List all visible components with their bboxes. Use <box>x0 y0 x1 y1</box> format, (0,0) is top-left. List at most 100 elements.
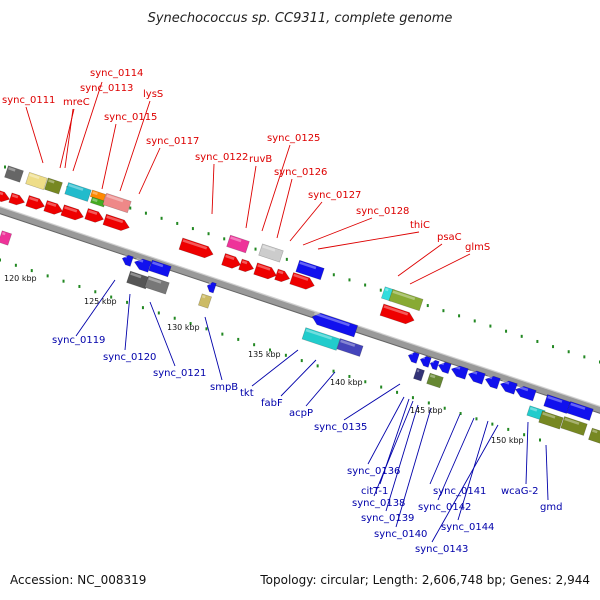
gene-plus-other <box>64 182 92 202</box>
plus-strand-gene-label: lysS <box>143 89 163 100</box>
tick-dot <box>160 216 163 220</box>
gene-plus <box>274 268 291 283</box>
minus-strand-gene-label: citT-1 <box>361 486 388 497</box>
tick-dot <box>411 396 414 400</box>
tick-dot <box>507 427 510 431</box>
tick-dot <box>539 438 541 442</box>
leader-line <box>138 147 161 195</box>
plus-strand-gene-label: psaC <box>437 232 462 243</box>
minus-strand-gene-label: sync_0143 <box>415 544 468 555</box>
gene-minus <box>499 380 518 395</box>
leader-line <box>75 279 116 337</box>
leader-line <box>429 413 461 485</box>
tick-dot <box>364 380 367 384</box>
gene-plus <box>178 237 214 259</box>
leader-line <box>280 359 317 397</box>
scale-label: 135 kbp <box>248 350 281 359</box>
tick-dot <box>223 237 226 241</box>
tick-dot <box>473 319 476 323</box>
tick-dot <box>427 401 430 405</box>
tick-dot <box>348 374 351 378</box>
gene-labels: sync_0111sync_0113sync_0114mreClysSsync_… <box>2 68 562 555</box>
leader-line <box>149 301 176 367</box>
tick-dot <box>129 206 132 210</box>
gene-plus-other <box>90 196 106 208</box>
plus-strand-gene-label: sync_0117 <box>146 136 199 147</box>
tick-dot <box>78 284 81 288</box>
gene-plus <box>8 192 26 206</box>
minus-strand-gene-label: sync_0144 <box>441 522 494 533</box>
tick-dot <box>443 406 446 410</box>
gene-minus <box>566 401 594 421</box>
scale-label: 125 kbp <box>84 297 117 306</box>
gene-plus-other <box>0 230 13 246</box>
gene-minus <box>121 254 134 267</box>
leader-line <box>119 100 151 192</box>
gene-plus-other <box>102 192 132 214</box>
tick-dot <box>254 247 257 251</box>
tick-dot <box>332 273 335 277</box>
minus-strand-gene-label: acpP <box>289 408 313 419</box>
tick-dot <box>442 309 445 313</box>
gene-minus-other <box>197 293 213 309</box>
plus-strand-gene-label: sync_0111 <box>2 95 55 106</box>
gene-minus-other <box>538 410 564 430</box>
tick-dot <box>189 322 192 326</box>
minus-strand-gene-label: sync_0141 <box>433 486 486 497</box>
gene-minus-other <box>588 427 600 445</box>
gene-plus-other <box>44 177 63 195</box>
label-leader-lines <box>25 81 549 543</box>
tick-dot <box>176 221 179 225</box>
gene-minus <box>407 351 420 364</box>
tick-dot <box>126 300 129 304</box>
leader-line <box>457 420 489 521</box>
minus-strand-gene-label: wcaG-2 <box>501 486 539 497</box>
leader-line <box>409 253 471 285</box>
tick-dot <box>221 332 224 336</box>
scale-label: 120 kbp <box>4 274 37 283</box>
gene-plus-other <box>25 171 48 191</box>
gene-features <box>0 165 600 445</box>
tick-dot <box>14 263 17 267</box>
genome-backbone <box>0 206 600 414</box>
leader-line <box>276 178 293 239</box>
tick-dot <box>491 422 494 426</box>
tick-dot <box>141 306 144 310</box>
leader-line <box>302 217 373 246</box>
leader-line <box>245 165 257 229</box>
gene-plus-other <box>295 259 325 281</box>
tick-dot <box>157 311 160 315</box>
scale-label: 140 kbp <box>330 378 363 387</box>
gene-minus <box>133 258 152 273</box>
tick-dot <box>567 350 570 354</box>
gene-minus-other <box>126 270 150 290</box>
gene-plus <box>84 208 105 223</box>
gene-plus <box>60 204 84 221</box>
minus-strand-gene-label: sync_0140 <box>374 529 427 540</box>
gene-plus-other <box>4 165 24 183</box>
tick-dot <box>110 295 113 299</box>
tick-dot <box>253 343 256 347</box>
plus-strand-gene-label: sync_0122 <box>195 152 248 163</box>
tick-dot <box>173 316 176 320</box>
gene-minus-other <box>560 416 588 436</box>
gene-minus-other <box>413 367 425 382</box>
plus-strand-gene-label: sync_0125 <box>267 133 320 144</box>
plus-strand-gene-label: mreC <box>63 97 90 108</box>
gene-minus <box>437 361 452 375</box>
tick-dot <box>459 412 462 416</box>
leader-line <box>25 106 44 164</box>
gene-plus <box>289 272 315 290</box>
minus-strand-gene-label: tkt <box>240 388 254 399</box>
plus-strand-gene-label: glmS <box>465 242 490 253</box>
leader-line <box>261 144 291 232</box>
tick-dot <box>237 337 240 341</box>
tick-dot <box>396 390 399 394</box>
gene-minus-other <box>426 372 444 389</box>
leader-line <box>437 417 475 501</box>
leader-line <box>64 108 74 169</box>
leader-line <box>101 123 117 190</box>
scale-label: 145 kbp <box>410 406 443 415</box>
plus-strand-gene-label: sync_0127 <box>308 190 361 201</box>
